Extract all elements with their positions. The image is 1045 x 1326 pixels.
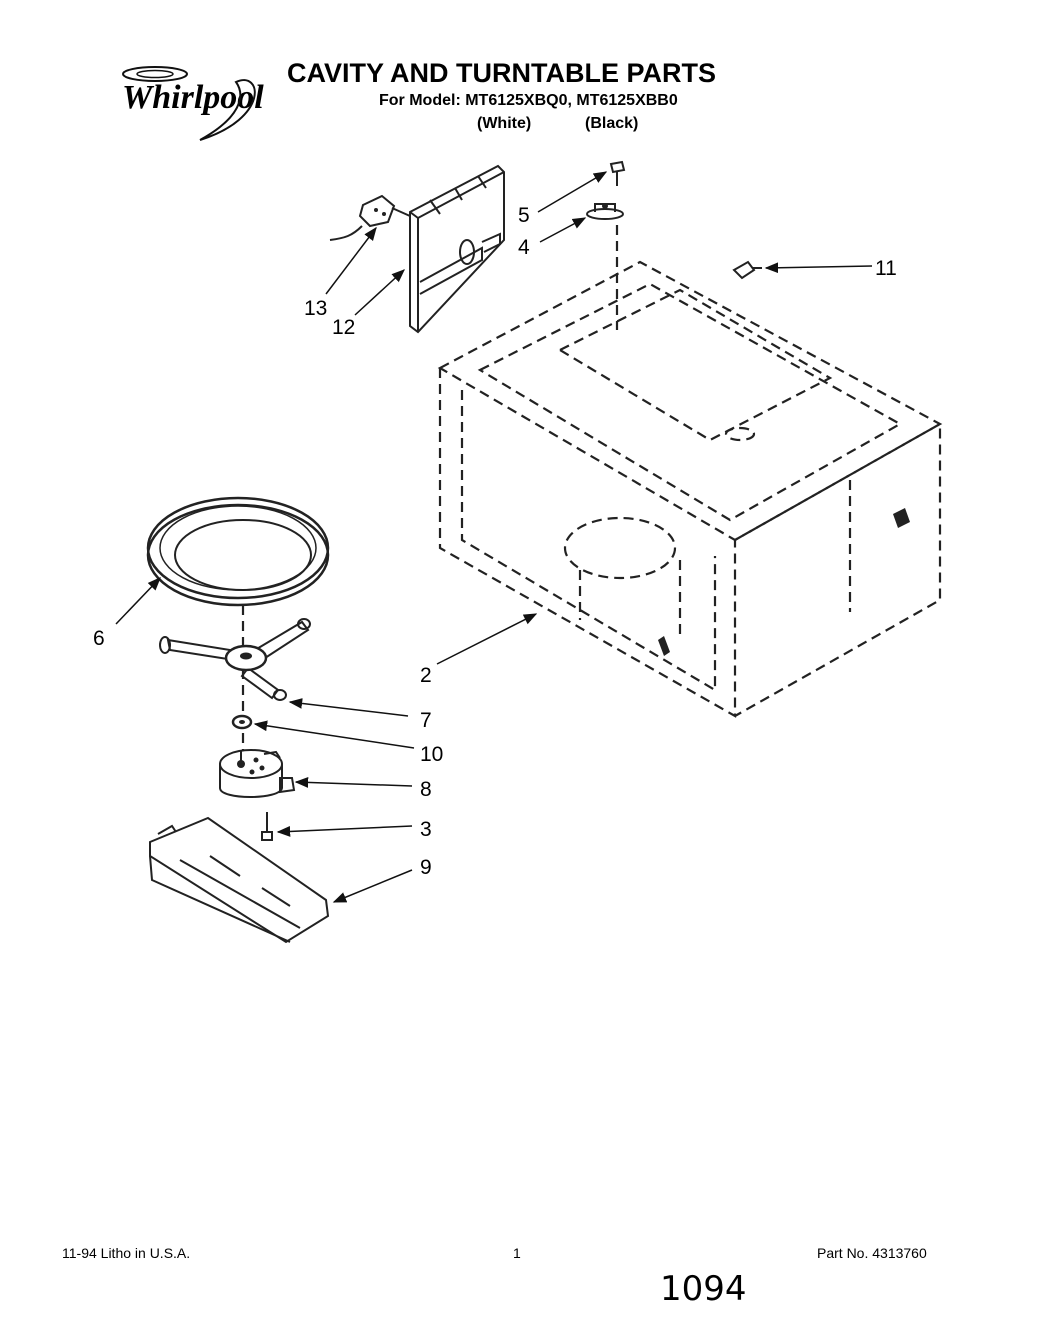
part-5-screw bbox=[609, 160, 626, 186]
page-title: CAVITY AND TURNTABLE PARTS bbox=[287, 58, 716, 88]
part-13-sensor-wire bbox=[329, 194, 411, 241]
callout-5: 5 bbox=[518, 204, 530, 227]
callout-7: 7 bbox=[420, 709, 432, 732]
callout-6: 6 bbox=[93, 627, 105, 650]
callout-9: 9 bbox=[420, 856, 432, 879]
whirlpool-logo: Whirlpool bbox=[122, 66, 264, 141]
callout-12: 12 bbox=[332, 316, 355, 339]
handwritten-note: 1094 bbox=[660, 1269, 747, 1309]
leader-lines bbox=[115, 171, 873, 903]
part-12-bracket bbox=[409, 164, 505, 334]
part-11-screw bbox=[732, 260, 762, 280]
part-6-glass-tray bbox=[146, 496, 330, 607]
footer-part-number: Part No. 4313760 bbox=[817, 1245, 927, 1261]
callout-2: 2 bbox=[420, 664, 432, 687]
part-3-screw bbox=[261, 812, 273, 841]
callout-10: 10 bbox=[420, 743, 443, 766]
part-4-thermostat bbox=[586, 203, 624, 220]
footer-date-litho: 11-94 Litho in U.S.A. bbox=[62, 1245, 190, 1261]
callout-13: 13 bbox=[304, 297, 327, 320]
callout-11: 11 bbox=[875, 257, 897, 280]
part-7-roller-support bbox=[159, 618, 311, 701]
callout-3: 3 bbox=[420, 818, 432, 841]
color-black-label: (Black) bbox=[585, 115, 638, 132]
callout-8: 8 bbox=[420, 778, 432, 801]
part-9-motor-cover bbox=[149, 816, 330, 944]
footer-page-number: 1 bbox=[513, 1245, 521, 1261]
part-8-motor bbox=[219, 749, 296, 798]
part-2-cavity bbox=[437, 260, 943, 718]
brand-logo-text: Whirlpool bbox=[122, 79, 264, 116]
color-white-label: (White) bbox=[477, 115, 531, 132]
part-10-coupling bbox=[231, 714, 253, 730]
model-line: For Model: MT6125XBQ0, MT6125XBB0 bbox=[379, 92, 678, 109]
callout-4: 4 bbox=[518, 236, 530, 259]
